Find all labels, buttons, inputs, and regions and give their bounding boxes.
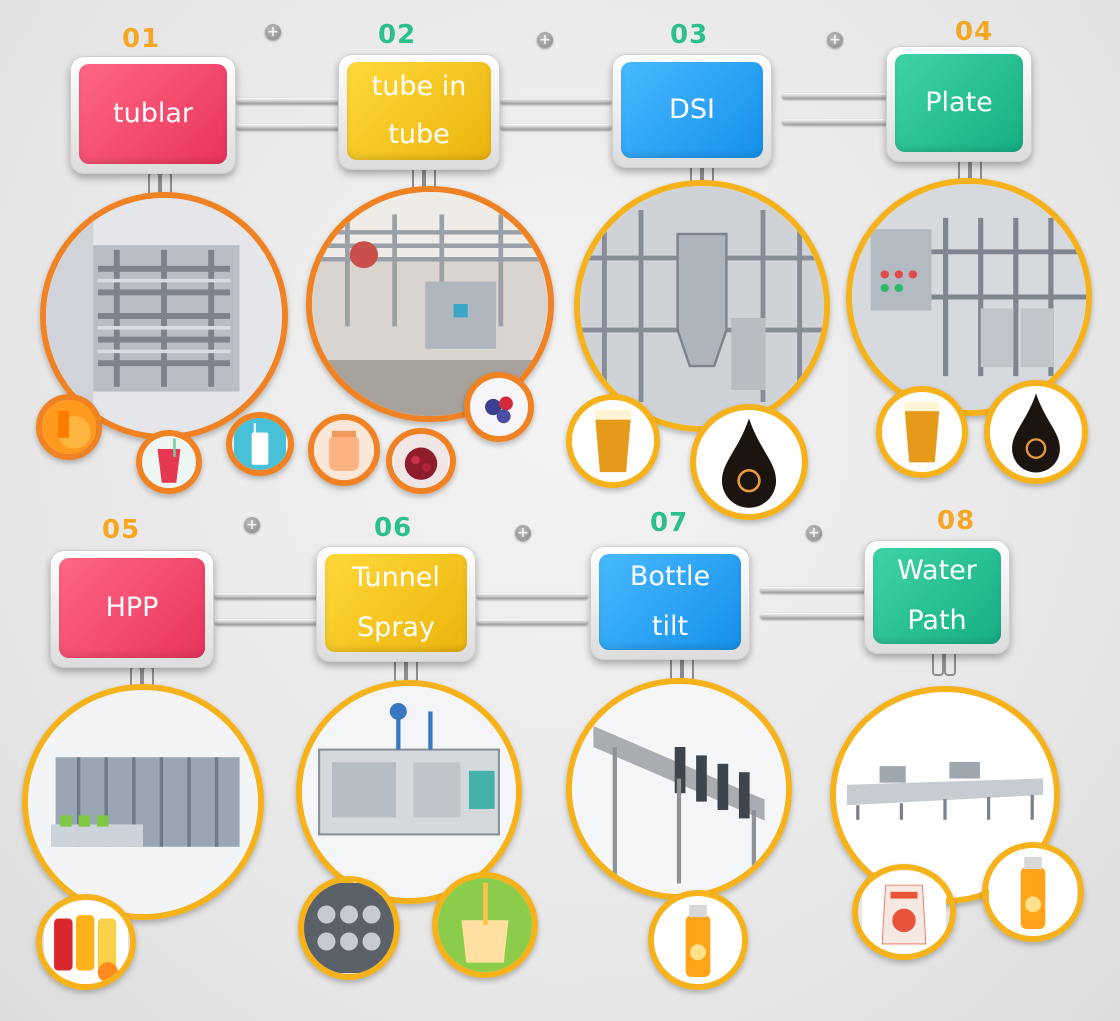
connector-rail: [782, 93, 890, 99]
connector-rail: [782, 119, 890, 125]
machine-photo-bottle-tilt: [566, 678, 792, 900]
step-label: HPP: [105, 592, 159, 623]
product-photo-juice-bottles: [36, 894, 136, 990]
connector-rail: [476, 593, 588, 599]
connector-rail: [214, 593, 320, 599]
plus-icon: +: [265, 24, 281, 40]
step-card-face: Water Path: [873, 548, 1001, 644]
plus-icon: +: [827, 32, 843, 48]
step-card-face: Bottle tilt: [599, 554, 741, 650]
step-number-08: 08: [937, 506, 976, 536]
product-photo-oil-drop: [984, 380, 1088, 484]
step-card-dsi: DSI: [612, 54, 772, 168]
step-card-face: DSI: [621, 62, 763, 158]
product-photo-oil-drop: [690, 404, 808, 520]
step-label: tube in tube: [371, 71, 467, 150]
product-photo-jars-line: [298, 876, 400, 980]
step-label: Plate: [925, 87, 993, 118]
product-photo-orange-bottle: [648, 890, 748, 990]
connector-rail: [760, 613, 868, 619]
step-number-02: 02: [378, 20, 417, 50]
connector-rail: [236, 98, 340, 104]
connector-rail: [236, 124, 340, 130]
product-photo-beer: [876, 386, 968, 478]
connector-rail: [476, 619, 588, 625]
step-card-tublar: tublar: [70, 56, 236, 174]
product-photo-blueberries: [464, 372, 534, 442]
step-number-03: 03: [670, 20, 709, 50]
step-label: Bottle tilt: [629, 561, 711, 642]
product-photo-juice-pour: [432, 872, 538, 978]
product-photo-berries: [386, 428, 456, 494]
step-number-04: 04: [955, 17, 994, 47]
machine-photo-water-path: [830, 686, 1060, 904]
connector-rail: [500, 98, 612, 104]
step-label: tublar: [113, 98, 193, 129]
step-number-01: 01: [122, 24, 161, 54]
step-card-water-path: Water Path: [864, 540, 1010, 654]
plus-icon: +: [244, 517, 260, 533]
connector-rail: [500, 124, 612, 130]
machine-photo-plate: [846, 178, 1092, 416]
product-photo-milk: [226, 412, 294, 476]
connector-rail: [760, 587, 868, 593]
step-label: Water Path: [897, 555, 977, 636]
product-photo-juice-pouch: [852, 864, 956, 960]
step-card-face: HPP: [59, 558, 205, 658]
plus-icon: +: [515, 525, 531, 541]
plus-icon: +: [806, 525, 822, 541]
product-photo-beer: [566, 394, 660, 488]
step-card-face: tube in tube: [347, 62, 491, 160]
step-number-05: 05: [102, 515, 141, 545]
step-card-face: Plate: [895, 54, 1023, 152]
step-card-hpp: HPP: [50, 550, 214, 668]
step-card-tunnel-spray: Tunnel Spray: [316, 546, 476, 662]
product-photo-orange-bottle: [982, 842, 1084, 942]
step-label: Tunnel Spray: [352, 562, 440, 643]
step-card-bottle-tilt: Bottle tilt: [590, 546, 750, 660]
step-number-07: 07: [650, 508, 689, 538]
plus-icon: +: [537, 32, 553, 48]
connector-rail: [214, 619, 320, 625]
step-number-06: 06: [374, 513, 413, 543]
product-photo-juice: [36, 394, 102, 460]
product-photo-peach-jar: [308, 414, 380, 486]
machine-photo-hpp: [22, 684, 264, 920]
machine-photo-tunnel-spray: [296, 680, 522, 904]
step-card-plate: Plate: [886, 46, 1032, 162]
step-label: DSI: [669, 94, 715, 125]
step-card-tube-in-tube: tube in tube: [338, 54, 500, 170]
step-card-face: tublar: [79, 64, 227, 164]
machine-photo-tublar: [40, 192, 288, 440]
step-card-face: Tunnel Spray: [325, 554, 467, 652]
product-photo-smoothie: [136, 430, 202, 494]
